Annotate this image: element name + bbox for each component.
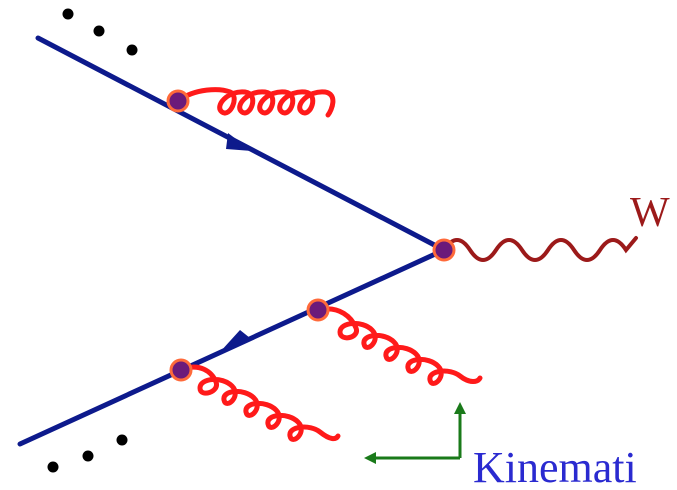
vertices — [166, 89, 456, 382]
gluon-middle — [315, 306, 483, 386]
ellipsis-top — [62, 8, 138, 56]
quark-arrow-out — [220, 330, 250, 352]
gluon-bottom — [177, 364, 341, 442]
vertex-gluon-top — [166, 89, 190, 113]
quark-arrow-in — [226, 133, 252, 151]
ellipsis-bottom — [47, 434, 128, 473]
vertex-gluon-bottom — [169, 358, 193, 382]
w-boson-label: W — [630, 190, 670, 236]
caption-text: Kinemati — [473, 443, 637, 490]
kinematics-arrow — [364, 402, 466, 464]
w-boson-wave — [442, 236, 638, 262]
vertex-gluon-middle — [306, 298, 330, 322]
vertex-w-boson — [432, 238, 456, 262]
outgoing-quark-line — [17, 247, 447, 447]
gluon-top — [175, 87, 336, 118]
